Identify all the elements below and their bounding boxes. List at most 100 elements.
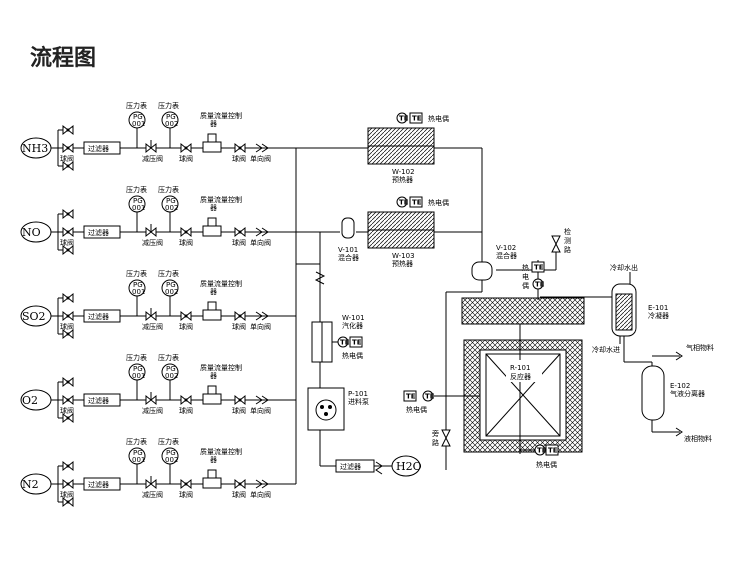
rside-te-label: TE <box>425 393 435 401</box>
condenser-e101: 冷却水出 冷却水进 E-101 冷凝器 <box>592 263 669 354</box>
mfc-label-2: 器 <box>210 288 217 296</box>
w101-te-box-label: TE <box>352 339 362 347</box>
gas-name-5: N2 <box>22 478 39 491</box>
mass-flow-controller <box>202 301 222 321</box>
gas-row-2: NO球阀过滤器压力表压力表PG001PG002减压阀球阀质量流量控制器球阀单向阀 <box>20 185 296 256</box>
bottom-ball-valve-icon <box>62 412 74 424</box>
mid-ball-valve-label: 球阀 <box>179 406 193 415</box>
reactor-side-thermocouple: TE TE 热电偶 <box>403 390 480 414</box>
pressure-gauge-icon <box>161 195 179 213</box>
w103-te-box-label: TE <box>412 199 422 207</box>
outlet-ball-valve-label: 球阀 <box>232 154 246 163</box>
rside-tc-label: 热电偶 <box>406 405 427 414</box>
pressure-reducer-icon <box>145 392 157 406</box>
gauge-number: 001 <box>132 456 145 464</box>
rtop-tc-2: 电 <box>522 272 529 281</box>
pressure-reducer-icon <box>145 308 157 322</box>
inlet-ball-valve-icon <box>62 478 74 490</box>
cooling-out-label: 冷却水出 <box>610 263 638 272</box>
gauge-tag: PG <box>166 365 176 373</box>
w102-te-label: TE <box>399 115 409 123</box>
ball-valve-label: 球阀 <box>60 238 74 247</box>
check-valve-vertical-icon <box>314 271 326 285</box>
cooling-in-label: 冷却水进 <box>592 345 620 354</box>
liquid-product-label: 液相物料 <box>684 434 712 443</box>
gas-row-4: O2球阀过滤器压力表压力表PG001PG002减压阀球阀质量流量控制器球阀单向阀 <box>20 353 296 424</box>
top-ball-valve-icon <box>62 208 74 220</box>
e101-name: 冷凝器 <box>648 311 669 320</box>
gauge-tag: PG <box>133 197 143 205</box>
v102-code: V-102 <box>496 244 516 252</box>
mfc-label-2: 器 <box>210 456 217 464</box>
gauge-number: 001 <box>132 120 145 128</box>
top-ball-valve-icon <box>62 376 74 388</box>
gas-name-2: NO <box>22 226 41 239</box>
reducer-label: 减压阀 <box>142 154 163 163</box>
rside-te-box-label: TE <box>406 393 416 401</box>
gas-product-label: 气相物料 <box>686 343 714 352</box>
bypass-label-1: 旁 <box>432 429 439 438</box>
mfc-label: 质量流量控制 <box>200 363 242 372</box>
mid-ball-valve-label: 球阀 <box>179 238 193 247</box>
filter-label: 过滤器 <box>88 396 109 405</box>
mass-flow-controller <box>202 217 222 237</box>
outlet-ball-valve-label: 球阀 <box>232 322 246 331</box>
gauge-tag: PG <box>166 113 176 121</box>
mfc-label: 质量流量控制 <box>200 279 242 288</box>
top-ball-valve-icon <box>62 292 74 304</box>
pressure-gauge-icon <box>161 447 179 465</box>
v101-name: 混合器 <box>338 253 359 262</box>
bypass-valve: 旁 路 <box>432 429 451 447</box>
rbot-te-box-label: TE <box>548 447 558 455</box>
detection-valve: 检 测 路 <box>551 227 571 254</box>
gas-row-3: SO2球阀过滤器压力表压力表PG001PG002减压阀球阀质量流量控制器球阀单向… <box>20 269 296 340</box>
check-valve-icon <box>255 227 269 237</box>
w103-code: W-103 <box>392 252 415 260</box>
pressure-gauge-icon <box>128 363 146 381</box>
top-ball-valve-icon <box>62 460 74 472</box>
w102-code: W-102 <box>392 168 415 176</box>
pressure-gauge-label-2: 压力表 <box>158 269 179 278</box>
mixer-v101: V-101 混合器 <box>338 217 359 262</box>
pressure-gauge-icon <box>161 111 179 129</box>
reducer-label: 减压阀 <box>142 490 163 499</box>
outlet-ball-valve-icon <box>234 142 246 154</box>
gauge-tag: PG <box>166 281 176 289</box>
pressure-gauge-label-1: 压力表 <box>126 101 147 110</box>
mid-ball-valve-icon <box>180 394 192 406</box>
gauge-tag: PG <box>166 197 176 205</box>
gauge-number: 001 <box>132 204 145 212</box>
r101-code: R-101 <box>510 364 530 372</box>
main-header-lines <box>282 147 680 484</box>
outlet-ball-valve-label: 球阀 <box>232 490 246 499</box>
pressure-reducer-icon <box>145 140 157 154</box>
preheater-w102: TE TE 热电偶 W-102 预热器 <box>367 112 449 184</box>
mid-ball-valve-label: 球阀 <box>179 490 193 499</box>
gauge-tag: PG <box>166 449 176 457</box>
gauge-number: 002 <box>165 372 178 380</box>
gauge-tag: PG <box>133 113 143 121</box>
h2o-label: H2O <box>396 460 422 473</box>
mid-ball-valve-icon <box>180 310 192 322</box>
reactor-r101: R-101 反应器 <box>461 297 585 454</box>
w102-thermocouple-label: 热电偶 <box>428 114 449 123</box>
gauge-number: 002 <box>165 120 178 128</box>
mfc-label: 质量流量控制 <box>200 447 242 456</box>
check-valve-icon <box>255 311 269 321</box>
reactor-top-thermocouple: TE TE 热 电 偶 <box>522 260 545 300</box>
mid-ball-valve-icon <box>180 478 192 490</box>
rtop-te-label: TE <box>535 281 545 289</box>
mid-ball-valve-label: 球阀 <box>179 154 193 163</box>
pressure-gauge-label-2: 压力表 <box>158 185 179 194</box>
mfc-label: 质量流量控制 <box>200 111 242 120</box>
gas-row-5: N2球阀过滤器压力表压力表PG001PG002减压阀球阀质量流量控制器球阀单向阀 <box>20 437 296 508</box>
check-valve-icon <box>255 143 269 153</box>
pressure-gauge-label-2: 压力表 <box>158 353 179 362</box>
p101-name: 进料泵 <box>348 397 369 406</box>
rbot-te-label: TE <box>537 447 547 455</box>
mass-flow-controller <box>202 385 222 405</box>
pressure-gauge-icon <box>128 111 146 129</box>
e102-name: 气液分离器 <box>670 389 705 398</box>
bottom-ball-valve-icon <box>62 244 74 256</box>
